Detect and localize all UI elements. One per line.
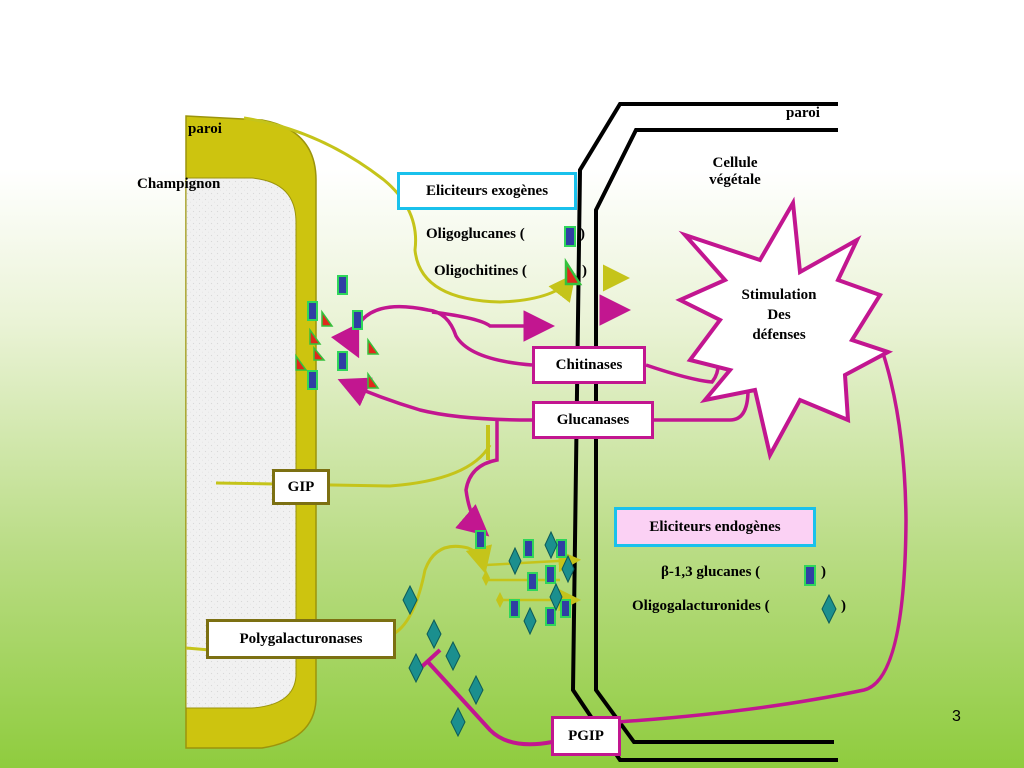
pgip-box: PGIP — [551, 716, 621, 756]
oligochitines-close-paren: ) — [582, 263, 587, 279]
gip-box: GIP — [272, 469, 330, 505]
plant-cell-label: Cellule végétale — [700, 155, 770, 189]
defense-stimulation-line2: Des — [767, 307, 791, 323]
legend-glyphs-exogenous — [564, 226, 583, 286]
defense-stimulation-starburst — [675, 196, 894, 461]
pgip-inhibition — [414, 648, 553, 747]
glucanases-box: Glucanases — [532, 401, 654, 439]
plant-cell-label-line1: Cellule — [712, 155, 758, 171]
endogenous-elicitors-box: Eliciteurs endogènes — [614, 507, 816, 547]
defense-stimulation-line1: Stimulation — [741, 287, 817, 303]
oligoglucanes-label: Oligoglucanes ( — [426, 226, 525, 242]
defense-stimulation-line3: défenses — [752, 327, 806, 343]
chitinases-box: Chitinases — [532, 346, 646, 384]
fungal-wall-label: paroi — [188, 121, 222, 137]
pgip-label: PGIP — [568, 728, 604, 744]
plant-wall-label: paroi — [786, 105, 820, 121]
gip-label: GIP — [287, 479, 315, 495]
beta-glucane-glyph — [804, 565, 816, 586]
oligosaccharide-fragments — [295, 275, 380, 390]
oligogalacturonides-label: Oligogalacturonides ( — [632, 598, 770, 614]
plant-cell-label-line2: végétale — [709, 172, 761, 188]
endogenous-elicitors-label: Eliciteurs endogènes — [649, 519, 781, 535]
oligogalacturonide-glyph — [821, 593, 837, 625]
page-number: 3 — [952, 708, 961, 725]
oligogalacturonides-close-paren: ) — [841, 598, 846, 614]
endogenous-elicitor-cluster — [475, 530, 575, 636]
polygalacturonases-label: Polygalacturonases — [239, 631, 363, 647]
fungal-cell-wall — [185, 115, 317, 749]
champignon-label: Champignon — [137, 176, 221, 192]
oligochitine-glyph — [564, 257, 583, 286]
defense-stimulation-label: Stimulation Des défenses — [724, 285, 834, 345]
glucanases-label: Glucanases — [556, 412, 630, 428]
chitinases-label: Chitinases — [555, 357, 623, 373]
exogenous-elicitors-label: Eliciteurs exogènes — [425, 183, 549, 199]
olive-arrows — [185, 116, 630, 652]
exogenous-elicitors-box: Eliciteurs exogènes — [397, 172, 577, 210]
beta-glucanes-close-paren: ) — [821, 564, 826, 580]
oligoglucane-glyph — [564, 226, 576, 247]
beta-glucanes-label: β-1,3 glucanes ( — [661, 564, 761, 580]
oligochitines-label: Oligochitines ( — [434, 263, 527, 279]
polygalacturonases-box: Polygalacturonases — [206, 619, 396, 659]
legend-glyphs-endogenous — [804, 565, 837, 625]
oligogalacturonide-fragments — [402, 584, 484, 738]
oligoglucanes-close-paren: ) — [580, 226, 585, 242]
